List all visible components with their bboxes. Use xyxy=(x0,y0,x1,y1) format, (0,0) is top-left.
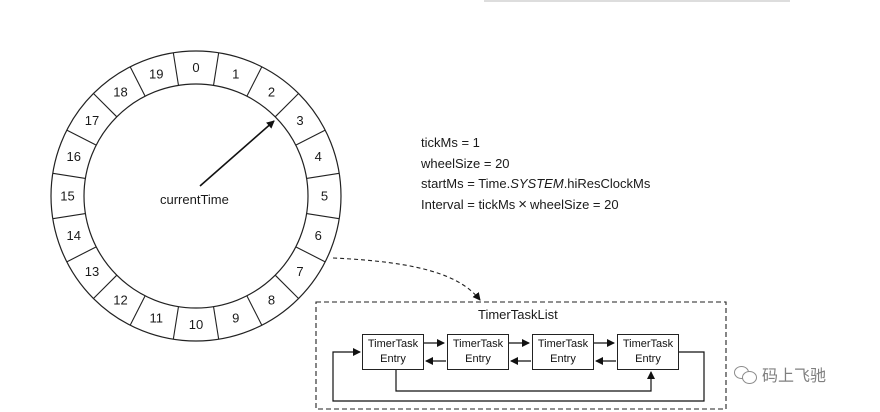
slot-divider xyxy=(212,306,220,340)
slot-label: 11 xyxy=(150,311,164,326)
slot-divider xyxy=(246,66,263,97)
slot-label: 17 xyxy=(85,113,99,128)
timer-task-entry-1: TimerTask Entry xyxy=(362,334,424,370)
start-ms-system: SYSTEM xyxy=(510,176,564,191)
slot-label: 0 xyxy=(192,60,199,75)
slot-divider xyxy=(246,295,263,326)
task-list-container xyxy=(315,301,727,410)
entry-line-2: Entry xyxy=(465,353,491,365)
slot-divider xyxy=(306,212,340,220)
entry-line-1: TimerTask xyxy=(452,338,504,350)
slot-divider xyxy=(212,52,220,86)
slot-label: 10 xyxy=(189,317,203,332)
entry-line-2: Entry xyxy=(380,353,406,365)
start-ms-prefix: startMs = Time. xyxy=(421,176,511,191)
slot-label: 9 xyxy=(232,311,239,326)
wheel-size-line: wheelSize = 20 xyxy=(421,155,510,171)
slot-label: 3 xyxy=(296,113,303,128)
slot-divider xyxy=(52,212,86,220)
tail-to-head-loop xyxy=(332,348,705,402)
slot-divider xyxy=(306,172,340,180)
multiply-sign: × xyxy=(518,195,528,213)
slot-divider xyxy=(129,66,146,97)
entry-links xyxy=(332,339,705,402)
slot-divider xyxy=(52,172,86,180)
slot-divider xyxy=(274,93,299,118)
slot-label: 18 xyxy=(113,85,127,100)
slot-divider xyxy=(66,246,97,263)
task-list-title: TimerTaskList xyxy=(478,307,558,322)
slot-divider xyxy=(66,129,97,146)
start-ms-line: startMs = Time.SYSTEM.hiResClockMs xyxy=(421,174,650,195)
slot-label: 13 xyxy=(85,264,99,279)
slot-label: 1 xyxy=(232,66,239,81)
slot-label: 16 xyxy=(67,149,81,164)
timer-task-entry-2: TimerTask Entry xyxy=(447,334,509,370)
current-time-label: currentTime xyxy=(160,192,229,207)
slot-label: 7 xyxy=(296,264,303,279)
entry-line-1: TimerTask xyxy=(537,338,589,350)
slot-label: 5 xyxy=(321,189,328,204)
interval-suffix: wheelSize = 20 xyxy=(530,196,619,212)
wheel-outer-ring xyxy=(50,50,342,342)
slot-divider xyxy=(295,246,326,263)
interval-line: Interval = tickMs×wheelSize = 20 xyxy=(421,195,650,216)
slot-divider xyxy=(172,306,180,340)
slot-label: 14 xyxy=(67,228,81,243)
slot-label: 19 xyxy=(149,66,163,81)
slot-divider xyxy=(93,274,118,299)
start-ms-suffix: .hiResClockMs xyxy=(563,176,651,191)
tick-ms-line: tickMs = 1 xyxy=(421,135,480,150)
slot-divider xyxy=(274,274,299,299)
slot-divider xyxy=(295,129,326,146)
head-to-tail-loop xyxy=(395,370,655,392)
current-time-pointer xyxy=(199,120,275,187)
slot-divider xyxy=(129,295,146,326)
slot-label: 4 xyxy=(315,149,322,164)
slot-label: 15 xyxy=(60,189,74,204)
slot-divider xyxy=(172,52,180,86)
slot-label: 2 xyxy=(268,85,275,100)
wechat-icon xyxy=(734,364,757,384)
interval-prefix: Interval = tickMs xyxy=(421,196,516,212)
entry-line-2: Entry xyxy=(550,353,576,365)
timer-task-entry-4: TimerTask Entry xyxy=(617,334,679,370)
slot-to-list-link xyxy=(332,257,481,301)
slot-label: 8 xyxy=(268,292,275,307)
watermark-text: 码上飞驰 xyxy=(762,366,827,385)
wheel-parameters: tickMs = 1 wheelSize = 20 startMs = Time… xyxy=(421,133,650,215)
slot-divider xyxy=(93,93,118,118)
entry-line-1: TimerTask xyxy=(367,338,419,350)
slot-label: 12 xyxy=(113,292,127,307)
slot-label: 6 xyxy=(315,228,322,243)
watermark: 码上飞驰 xyxy=(734,362,826,386)
entry-line-2: Entry xyxy=(635,353,661,365)
slot-dividers xyxy=(52,52,340,340)
timer-task-entry-3: TimerTask Entry xyxy=(532,334,594,370)
wheel-inner-ring xyxy=(83,83,309,309)
entry-line-1: TimerTask xyxy=(622,338,674,350)
